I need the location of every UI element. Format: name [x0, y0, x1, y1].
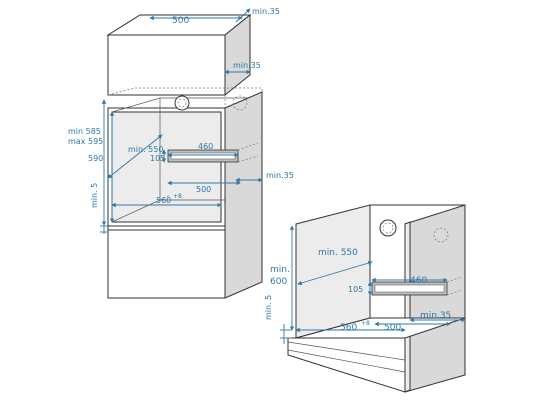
top-min35-label: min.35 [252, 7, 280, 16]
right-min35-label: min.35 [420, 311, 451, 321]
right-width-560-label: 560 [340, 323, 357, 333]
column-cabinet [106, 13, 263, 299]
left-width-560-tolerance: +8 [173, 193, 182, 200]
upper-cabinet-side [224, 13, 251, 97]
upper-cabinet-front [107, 34, 226, 96]
lower-cabinet [107, 225, 226, 299]
top-width-label: 500 [172, 16, 189, 26]
cabinet-right-side [224, 91, 263, 299]
right-labels: min. 600 min. 5 min. 550 460 105 560 +8 … [264, 248, 451, 333]
height-range-min-label: min 585 [68, 127, 101, 136]
undercounter-cabinet [287, 204, 466, 393]
left-depth-label: min. 550 [128, 145, 163, 154]
undercounter-right-side [404, 204, 466, 393]
right-vent-105-label: 105 [348, 285, 363, 294]
right-vent-460-label: 460 [410, 276, 427, 286]
right-depth-label: min. 550 [318, 248, 358, 258]
vent-hole-right-1 [379, 219, 397, 237]
vent-hole-left [174, 95, 190, 111]
right-width-500-label: 500 [384, 323, 401, 333]
right-min35-upper-label: min.35 [233, 61, 261, 70]
left-vent-105-label: 105 [150, 154, 165, 163]
right-dimensions [280, 225, 466, 344]
left-vent-460-label: 460 [198, 142, 213, 151]
right-min600-label: 600 [270, 277, 287, 287]
right-min600-line1: min. [270, 265, 290, 275]
right-min35-lower-label: min.35 [266, 171, 294, 180]
right-min5-label: min. 5 [264, 295, 273, 320]
height-590-label: 590 [88, 154, 103, 163]
niche-interior [111, 111, 222, 223]
left-min5-label: min. 5 [90, 183, 99, 208]
left-width-500-label: 500 [196, 185, 211, 194]
undercounter-plinth-front [287, 337, 406, 393]
height-range-max-label: max 595 [68, 137, 103, 146]
right-width-560-tolerance: +8 [361, 320, 370, 327]
left-dimensions [100, 8, 263, 234]
left-width-560-label: 560 [156, 196, 171, 205]
vent-hole-right-2 [433, 227, 449, 243]
left-labels: 500 min.35 min.35 min 585 max 595 590 mi… [68, 7, 294, 208]
undercounter-left-wall [295, 204, 371, 339]
